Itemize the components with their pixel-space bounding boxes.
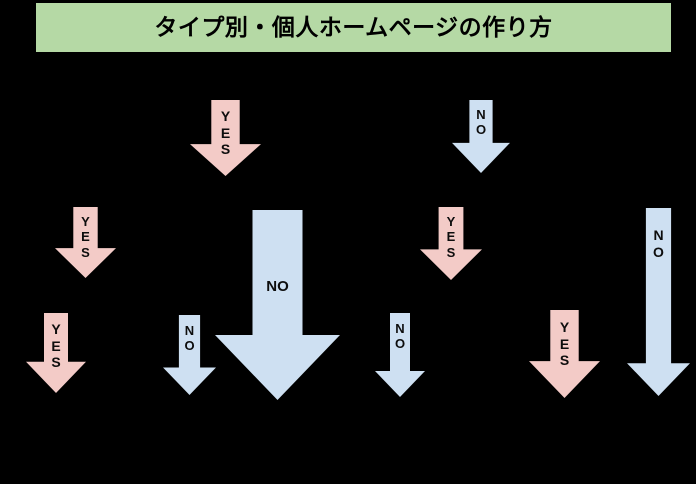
arrow-yes-1-shape (190, 100, 261, 176)
page-title: タイプ別・個人ホームページの作り方 (154, 14, 553, 40)
arrow-no-1-shape (452, 100, 510, 173)
arrow-no-tall-shape (627, 208, 690, 396)
arrow-no-2-shape (163, 315, 216, 395)
arrow-yes-2-shape (55, 207, 116, 278)
arrow-yes-3-shape (420, 207, 482, 280)
arrow-yes-4-shape (26, 313, 86, 393)
arrow-no-big[interactable]: NO (215, 210, 340, 400)
title-banner: タイプ別・個人ホームページの作り方 (36, 3, 671, 52)
arrow-yes-5-shape (529, 310, 600, 398)
arrow-no-big-shape (215, 210, 340, 400)
arrow-no-3-shape (375, 313, 425, 397)
